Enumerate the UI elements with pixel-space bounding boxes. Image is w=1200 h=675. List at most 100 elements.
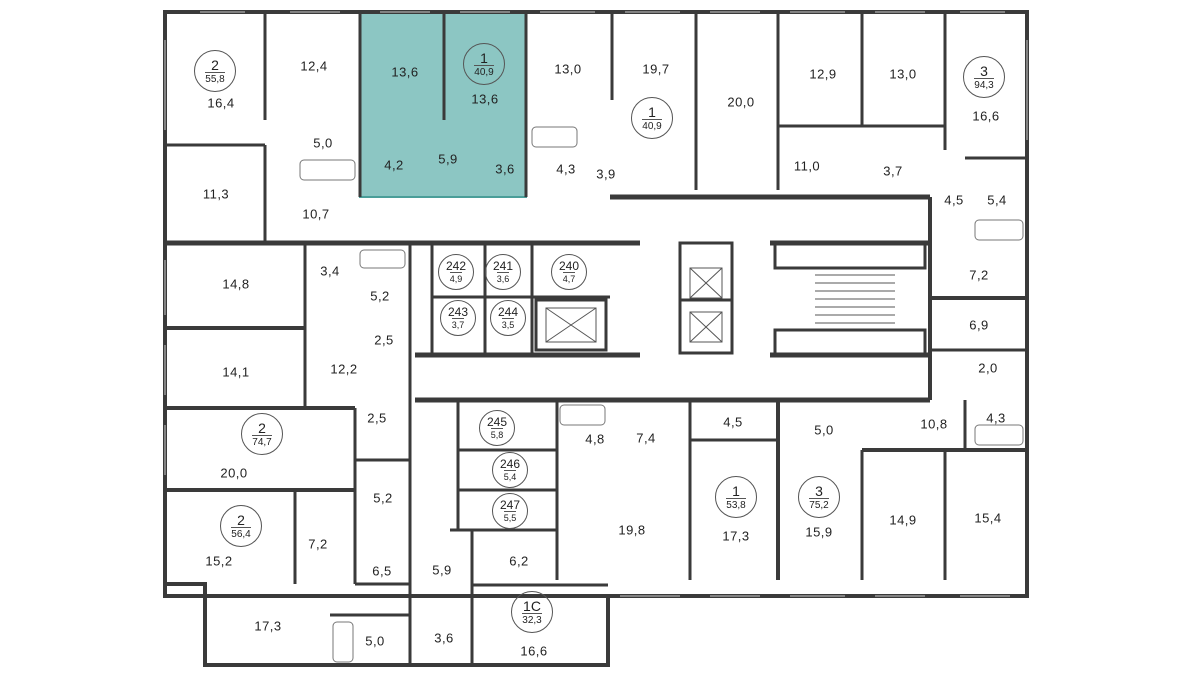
windows: [164, 11, 1028, 597]
storage-number: 246: [499, 457, 521, 471]
apartment-rooms: 2: [211, 56, 219, 73]
apartment-area: 55,8: [205, 71, 225, 85]
room-label: 10,8: [920, 416, 948, 432]
storage-number: 243: [447, 305, 469, 319]
room-label: 4,5: [944, 192, 964, 208]
room-label: 5,4: [987, 192, 1007, 208]
room-label: 13,6: [471, 91, 499, 107]
room-label: 7,4: [636, 430, 656, 446]
bathtubs: [299, 126, 1024, 663]
room-label: 11,3: [202, 186, 230, 202]
apartment-rooms: 2: [258, 419, 266, 436]
room-label: 5,2: [370, 288, 390, 304]
storage-area: 3,5: [501, 318, 515, 330]
room-label: 6,2: [509, 553, 529, 569]
apartment-area: 32,3: [522, 612, 542, 626]
room-label: 3,9: [596, 166, 616, 182]
storage-area: 4,7: [562, 272, 576, 284]
room-label: 17,3: [254, 618, 282, 634]
room-label: 20,0: [727, 94, 755, 110]
staircase: [815, 274, 895, 324]
room-label: 16,6: [520, 643, 548, 659]
storage-number: 244: [497, 305, 519, 319]
room-label: 20,0: [220, 465, 248, 481]
room-label: 2,0: [978, 360, 998, 376]
storage-area: 4,9: [449, 272, 463, 284]
room-label: 10,7: [302, 206, 330, 222]
apartment-rooms: 1: [648, 103, 656, 120]
room-label: 7,2: [308, 536, 328, 552]
room-label: 12,9: [809, 66, 837, 82]
storage-area: 5,4: [503, 470, 517, 482]
room-label: 5,9: [432, 562, 452, 578]
apartment-area: 40,9: [642, 118, 662, 132]
apartment-area: 74,7: [252, 434, 272, 448]
room-label: 5,2: [373, 490, 393, 506]
apartment-area: 56,4: [231, 526, 251, 540]
room-label: 13,6: [391, 64, 419, 80]
room-label: 5,9: [438, 151, 458, 167]
apartment-area: 75,2: [809, 497, 829, 511]
room-label: 6,5: [372, 563, 392, 579]
storage-number: 247: [499, 498, 521, 512]
apartment-rooms: 3: [980, 62, 988, 79]
apartment-rooms: 2: [237, 511, 245, 528]
room-label: 16,6: [972, 108, 1000, 124]
room-label: 16,4: [207, 95, 235, 111]
room-label: 14,1: [222, 364, 250, 380]
room-label: 5,0: [365, 633, 385, 649]
room-label: 12,4: [300, 58, 328, 74]
room-label: 17,3: [722, 528, 750, 544]
room-label: 4,3: [556, 161, 576, 177]
storage-area: 3,7: [451, 318, 465, 330]
storage-area: 5,5: [503, 511, 517, 523]
room-label: 4,3: [986, 410, 1006, 426]
room-label: 3,6: [434, 630, 454, 646]
room-label: 3,7: [883, 163, 903, 179]
room-label: 19,8: [618, 522, 646, 538]
room-label: 4,2: [384, 157, 404, 173]
storage-area: 5,8: [490, 428, 504, 440]
room-label: 14,8: [222, 276, 250, 292]
apartment-area: 94,3: [974, 77, 994, 91]
room-label: 14,9: [889, 512, 917, 528]
apartment-rooms: 1: [732, 482, 740, 499]
storage-number: 242: [445, 259, 467, 273]
room-label: 11,0: [793, 158, 821, 174]
storage-number: 245: [486, 415, 508, 429]
apartment-area: 40,9: [474, 64, 494, 78]
room-label: 12,2: [330, 361, 358, 377]
storage-number: 240: [558, 259, 580, 273]
storage-area: 3,6: [496, 272, 510, 284]
room-label: 4,5: [723, 414, 743, 430]
room-label: 3,6: [495, 161, 515, 177]
apartment-rooms: 3: [815, 482, 823, 499]
elevators: [545, 267, 723, 343]
room-label: 2,5: [367, 410, 387, 426]
storage-number: 241: [492, 259, 514, 273]
room-label: 6,9: [969, 317, 989, 333]
room-label: 3,4: [320, 263, 340, 279]
room-label: 19,7: [642, 61, 670, 77]
room-label: 4,8: [585, 431, 605, 447]
room-label: 5,0: [313, 135, 333, 151]
room-label: 15,2: [205, 553, 233, 569]
